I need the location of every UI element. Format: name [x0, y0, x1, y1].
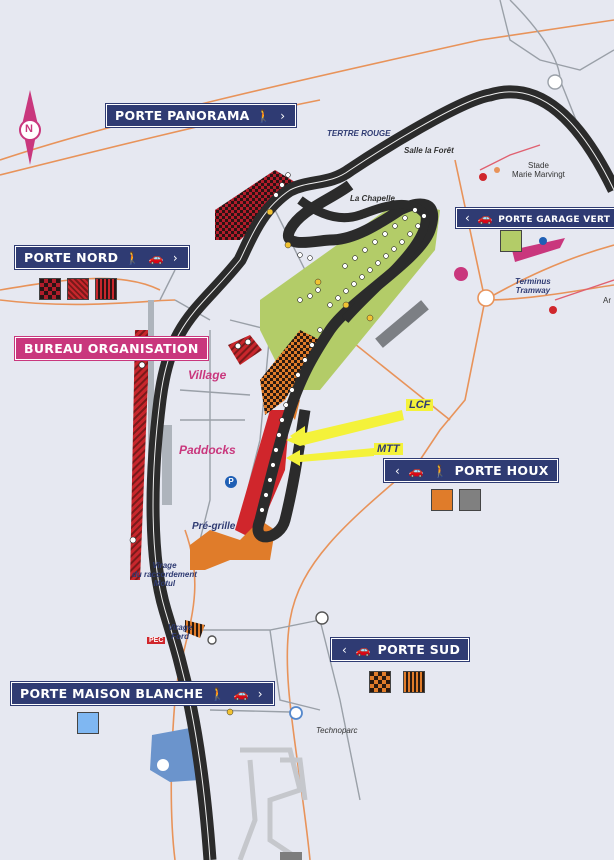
- label-terminus: Terminus Tramway: [515, 277, 551, 295]
- label-technoparc: Technoparc: [316, 726, 358, 735]
- label-virage-line3: Motul: [153, 579, 176, 588]
- compass-north-icon: [19, 90, 41, 165]
- gate-panorama[interactable]: PORTE PANORAMA 🚶 ›: [106, 104, 297, 127]
- chevron-right-icon: ›: [172, 251, 178, 265]
- legend-swatch-green: [500, 230, 522, 252]
- label-virage-ford: Virage Ford: [168, 623, 192, 641]
- pedestrian-icon: 🚶: [209, 687, 226, 701]
- kart-track: [237, 747, 303, 860]
- gate-nord-label: PORTE NORD: [24, 250, 119, 265]
- pedestrian-icon: 🚶: [256, 109, 272, 123]
- gate-sud[interactable]: ‹ 🚗 PORTE SUD: [331, 638, 470, 661]
- tramway-line: [479, 144, 614, 301]
- label-stade: Stade Marie Marvingt: [512, 161, 565, 179]
- roundabout: [207, 635, 217, 645]
- roundabout: [315, 611, 329, 625]
- label-virage-line2: du raccordement: [132, 570, 197, 579]
- label-terminus-line2: Tramway: [515, 286, 551, 295]
- roundabout: [477, 289, 495, 307]
- pedestrian-icon: 🚶: [125, 251, 141, 265]
- car-icon: 🚗: [477, 211, 493, 225]
- legend-swatch-stripe-red: [95, 278, 117, 300]
- legend-swatch-checker-red: [39, 278, 61, 300]
- label-pec: PEC: [147, 637, 166, 644]
- gate-garage-vert[interactable]: ‹ 🚗 PORTE GARAGE VERT: [456, 208, 614, 228]
- checkered-area-orange: [260, 330, 320, 415]
- gate-nord[interactable]: PORTE NORD 🚶 🚗 ›: [15, 246, 189, 269]
- car-icon: 🚗: [233, 687, 250, 701]
- label-virage-raccordement: Virage du raccordement Motul: [132, 561, 197, 588]
- gate-garage-vert-label: PORTE GARAGE VERT: [498, 215, 611, 225]
- parking-icon: P: [225, 476, 237, 488]
- legend-swatch-grey: [459, 489, 481, 511]
- gate-houx[interactable]: ‹ 🚗 🚶 PORTE HOUX: [384, 459, 558, 482]
- label-lcf: LCF: [406, 399, 434, 411]
- label-virage-ford-line2: Ford: [171, 632, 189, 641]
- pedestrian-icon: 🚶: [432, 464, 448, 478]
- gate-sud-label: PORTE SUD: [377, 642, 461, 657]
- label-pre-grille: Pré-grille: [192, 521, 236, 532]
- gate-maison-blanche[interactable]: PORTE MAISON BLANCHE 🚶 🚗 ›: [11, 682, 274, 705]
- label-salle-foret: Salle la Forêt: [404, 146, 454, 155]
- label-edge-ar: Ar: [603, 296, 611, 305]
- roundabout: [289, 706, 303, 720]
- label-stade-line1: Stade: [528, 161, 549, 170]
- bureau-organisation[interactable]: BUREAU ORGANISATION: [15, 337, 208, 360]
- legend-swatch-blue: [77, 712, 99, 734]
- chevron-right-icon: ›: [280, 109, 286, 123]
- gate-maison-blanche-label: PORTE MAISON BLANCHE: [20, 686, 204, 701]
- legend-swatch-orange: [431, 489, 453, 511]
- chevron-right-icon: ›: [257, 687, 263, 701]
- chevron-left-icon: ‹: [465, 211, 471, 225]
- car-icon: 🚗: [148, 251, 165, 265]
- car-icon: 🚗: [355, 643, 372, 657]
- hatched-stand: [130, 330, 150, 580]
- label-virage-ford-line1: Virage: [168, 623, 193, 632]
- checkered-area-nord: [215, 170, 300, 240]
- legend-swatch-checker-orange: [369, 671, 391, 693]
- yellow-arrows: [286, 410, 404, 466]
- label-stade-line2: Marie Marvingt: [512, 170, 565, 179]
- legend-swatch-stripe-orange: [403, 671, 425, 693]
- label-mtt: MTT: [374, 443, 403, 455]
- chevron-left-icon: ‹: [342, 643, 348, 657]
- label-terminus-line1: Terminus: [515, 277, 551, 286]
- car-icon: 🚗: [408, 464, 425, 478]
- gate-houx-label: PORTE HOUX: [454, 463, 549, 478]
- label-paddocks: Paddocks: [179, 443, 236, 457]
- parking-markers: [234, 172, 427, 513]
- label-village: Village: [188, 368, 227, 382]
- label-tertre-rouge: TERTRE ROUGE: [327, 129, 391, 138]
- chevron-left-icon: ‹: [395, 464, 401, 478]
- bureau-organisation-label: BUREAU ORGANISATION: [24, 341, 199, 356]
- compass-north-letter: N: [25, 123, 33, 135]
- legend-swatch-hatch-red: [67, 278, 89, 300]
- label-la-chapelle: La Chapelle: [350, 194, 395, 203]
- label-virage-line1: Virage: [152, 561, 177, 570]
- gate-panorama-label: PORTE PANORAMA: [115, 108, 250, 123]
